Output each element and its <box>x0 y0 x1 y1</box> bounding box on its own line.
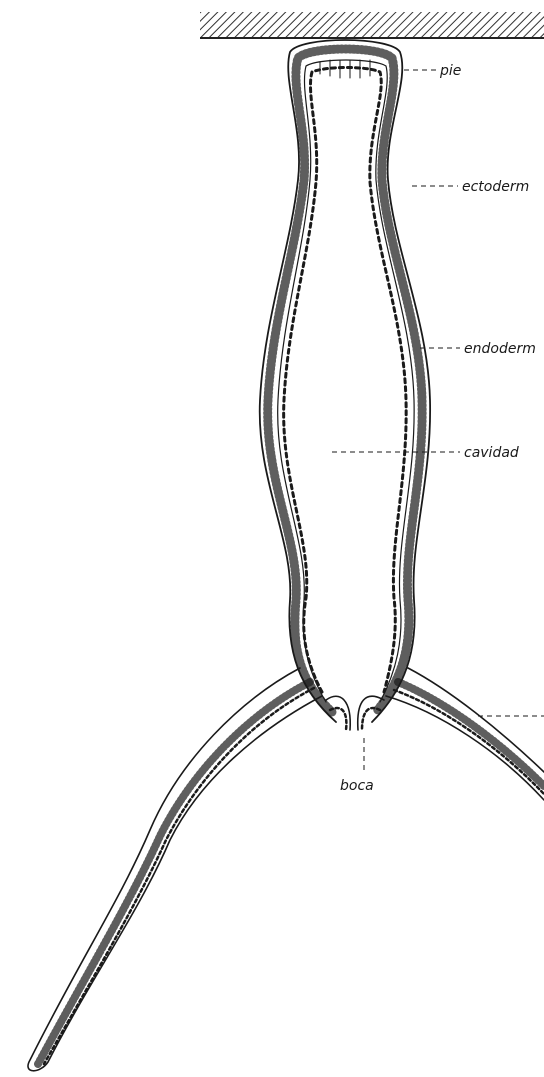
label-cavidad: cavidad <box>464 445 519 461</box>
polyp-body-wall <box>260 40 430 722</box>
label-ectoderm: ectoderm <box>462 179 529 195</box>
label-boca: boca <box>340 778 374 794</box>
leader-lines <box>332 70 544 770</box>
tentacle-right <box>386 668 544 800</box>
label-pie: pie <box>439 63 461 79</box>
substrate <box>200 12 544 38</box>
tentacle-left <box>28 668 322 1071</box>
label-endoderm: endoderm <box>464 341 536 357</box>
